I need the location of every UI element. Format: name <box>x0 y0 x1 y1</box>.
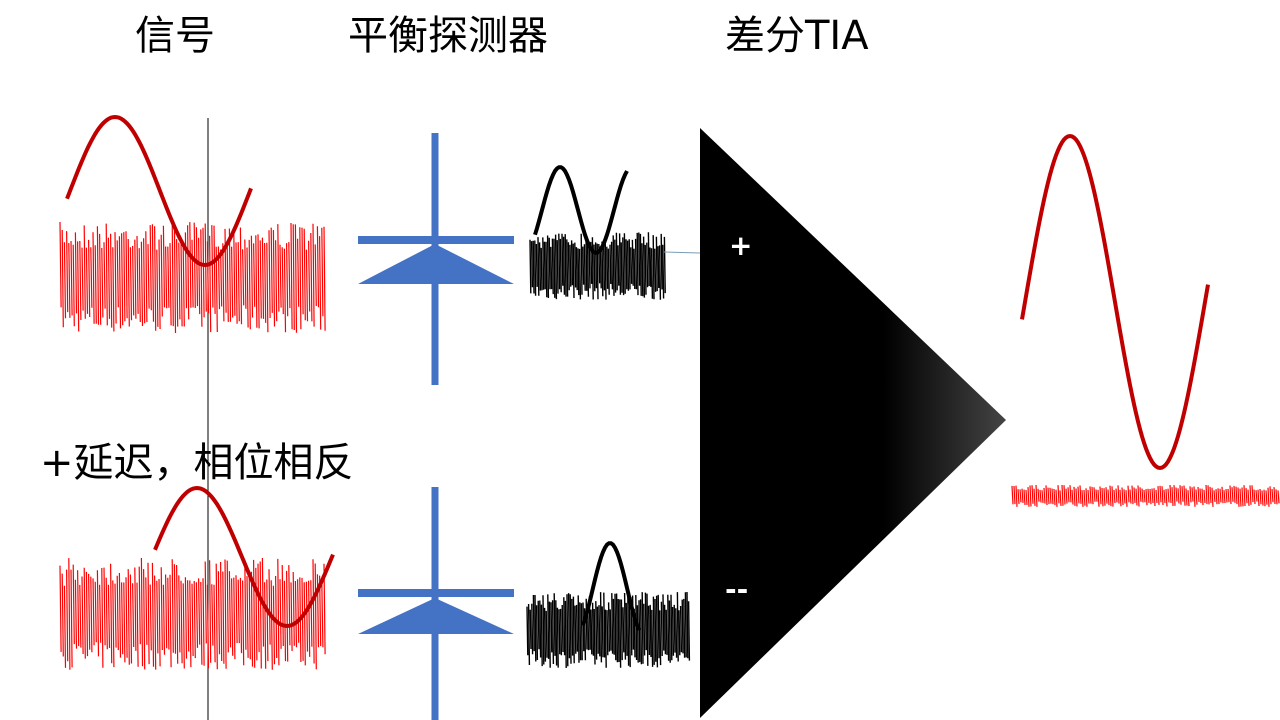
noise-signal-top <box>59 221 326 334</box>
plus-input-label: + <box>729 229 753 262</box>
output-sine <box>1020 133 1210 471</box>
label-balanced-detector: 平衡探测器 <box>348 13 548 59</box>
detected-sine-bottom <box>581 541 641 632</box>
photodiode-top-icon <box>358 133 514 385</box>
label-delay-phase-inverted: +延迟，相位相反 <box>40 440 354 486</box>
signal-sine-top <box>65 114 253 268</box>
detected-noise-top <box>529 232 666 300</box>
detected-noise-bottom <box>526 591 691 669</box>
detected-sine-top <box>533 165 629 255</box>
output-noise <box>1011 484 1280 507</box>
label-signal: 信号 <box>135 13 215 59</box>
noise-signal-bottom <box>59 557 326 670</box>
photodiode-bottom-icon <box>358 487 514 720</box>
signal-sine-bottom <box>153 485 335 629</box>
differential-amplifier-triangle <box>700 128 1006 718</box>
minus-input-label: -- <box>725 573 749 606</box>
label-differential-tia: 差分TIA <box>725 13 869 59</box>
input-wire <box>663 251 701 254</box>
